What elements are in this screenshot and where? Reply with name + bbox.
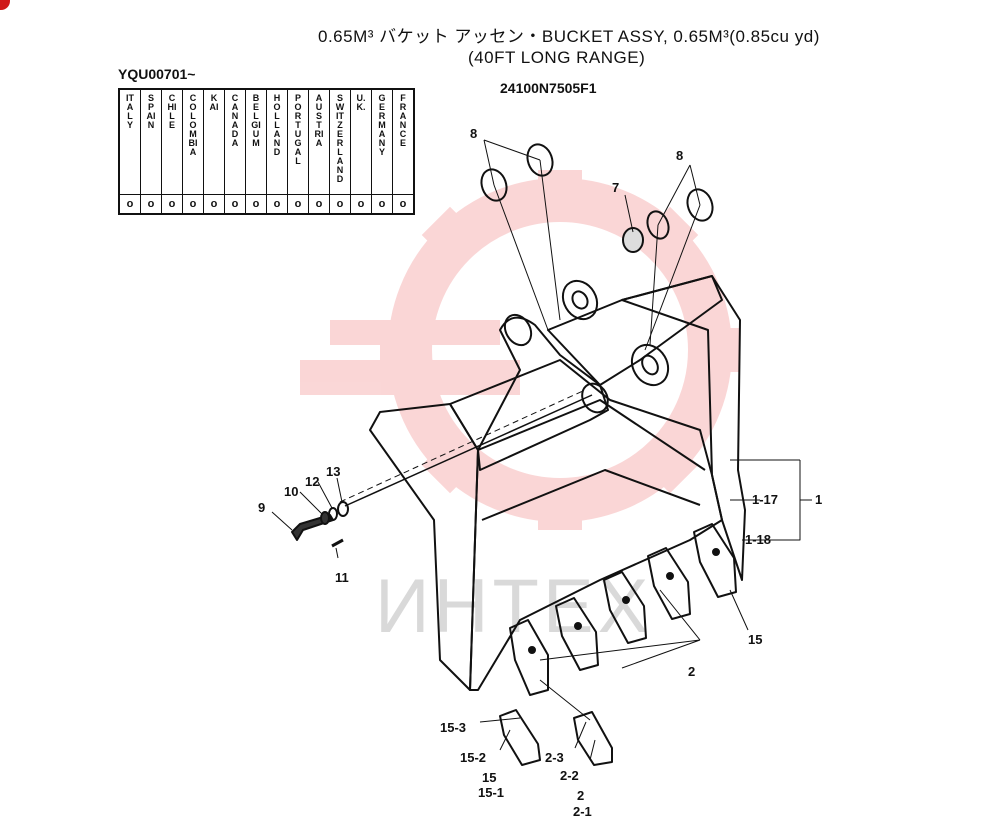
callout-2-1: 2-1: [573, 804, 592, 819]
country-header-cell: GERMANY: [371, 88, 393, 195]
applicability-mark: o: [371, 194, 393, 215]
callout-9: 9: [258, 500, 265, 515]
country-name: HOLLAND: [273, 93, 281, 157]
detached-tooth-left: [499, 709, 541, 766]
bushing-7: [622, 227, 644, 253]
callout-15-2: 15-2: [460, 750, 486, 765]
shim-8-right-a: [686, 188, 714, 222]
callout-8-left: 8: [470, 126, 477, 141]
serial-range: YQU00701~: [118, 66, 196, 82]
table-header-row: ITALY SPAIN CHILE COLOMBIA KAI CANADA BELGIUM H…: [118, 88, 415, 195]
country-header-cell: FRANCE: [392, 88, 415, 195]
country-header-cell: BELGIUM: [245, 88, 267, 195]
callout-11: 11: [335, 570, 349, 585]
country-name: CANADA: [231, 93, 239, 148]
callout-2-teeth: 2: [688, 664, 695, 679]
country-name: SPAIN: [146, 93, 156, 130]
bucket-right-side-plate: [621, 275, 746, 581]
country-name: GERMANY: [378, 93, 386, 157]
pin-11: [331, 538, 344, 548]
bucket-shell: [449, 359, 723, 691]
bucket-drawing: [271, 139, 812, 766]
country-name: SWITZER LAND: [335, 93, 345, 184]
country-name: CHILE: [167, 93, 177, 130]
country-name: U.K.: [356, 93, 366, 112]
country-name: PORTUGAL: [294, 93, 302, 166]
country-name: ITALY: [126, 93, 134, 130]
callout-12: 12: [305, 474, 319, 489]
callout-2-2: 2-2: [560, 768, 579, 783]
applicability-mark: o: [224, 194, 246, 215]
boss-hole-top: [561, 279, 599, 321]
callout-7: 7: [612, 180, 619, 195]
callout-8-right: 8: [676, 148, 683, 163]
pin-shaft: [344, 394, 593, 507]
corner-mark: [0, 0, 10, 10]
watermark-gear-teeth: [380, 170, 740, 530]
callout-15-1: 15-1: [478, 785, 504, 800]
callout-1-17: 1-17: [752, 492, 778, 507]
country-name: FRANCE: [399, 93, 407, 148]
callout-1-18: 1-18: [745, 532, 771, 547]
detached-tooth-right: [573, 711, 613, 766]
callout-15-right: 15: [748, 632, 762, 647]
diagram-subtitle: (40FT LONG RANGE): [468, 48, 646, 67]
callout-15-bottom: 15: [482, 770, 496, 785]
callout-2-bottom: 2: [577, 788, 584, 803]
applicability-mark: o: [392, 194, 415, 215]
shim-8-top: [526, 143, 554, 177]
country-name: COLOMBIA: [188, 93, 198, 157]
watermark-logo: [300, 170, 740, 530]
washer-10: [320, 511, 330, 525]
country-header-cell: SWITZER LAND: [329, 88, 351, 195]
country-header-cell: PORTUGAL: [287, 88, 309, 195]
boss-hole-pin: [581, 382, 609, 414]
country-name: KAI: [209, 93, 219, 112]
country-name: BELGIUM: [251, 93, 261, 148]
bucket-teeth: [509, 523, 737, 696]
callout-13: 13: [326, 464, 340, 479]
callout-10: 10: [284, 484, 298, 499]
callout-labels: 8 8 7 9 10 12 13 11 1-17 1 1-18 15 2 15-…: [258, 126, 822, 819]
shim-8-right-b: [646, 210, 670, 240]
washer-12: [328, 507, 338, 521]
callout-2-3: 2-3: [545, 750, 564, 765]
part-number: 24100N7505F1: [500, 80, 597, 96]
boss-hole-left: [503, 313, 533, 347]
diagram-title: 0.65M³ バケット アッセン・BUCKET ASSY, 0.65M³(0.8…: [318, 27, 820, 46]
boss-hole-right: [630, 343, 670, 387]
callout-1: 1: [815, 492, 822, 507]
applicability-mark: o: [287, 194, 309, 215]
country-applicability-table: ITALY SPAIN CHILE COLOMBIA KAI CANADA BELGIUM H…: [118, 88, 415, 215]
ring-13: [337, 501, 349, 517]
applicability-mark: o: [245, 194, 267, 215]
callout-15-3: 15-3: [440, 720, 466, 735]
country-name: AUSTRIA: [314, 93, 324, 148]
